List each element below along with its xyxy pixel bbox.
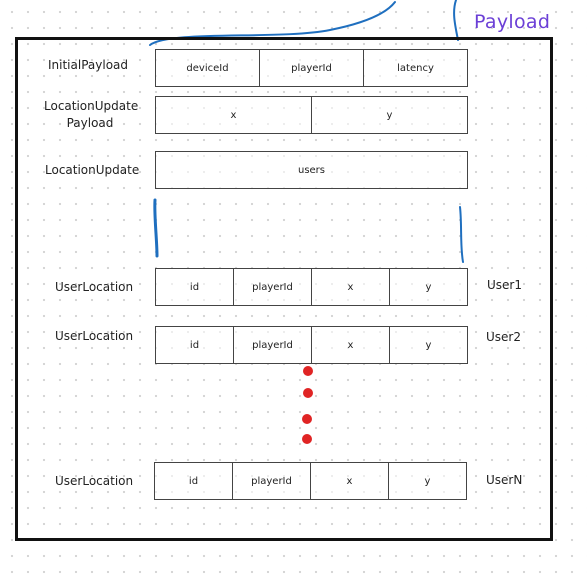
- ellipsis-dot: [302, 414, 312, 424]
- field-cell: deviceId: [156, 50, 260, 86]
- field-row: users: [155, 151, 468, 189]
- field-cell: x: [312, 269, 390, 305]
- row-label: LocationUpdate: [45, 163, 140, 177]
- field-cell: playerId: [233, 463, 311, 499]
- row-label: LocationUpdate Payload: [44, 99, 139, 130]
- field-cell: playerId: [234, 327, 312, 363]
- payload-frame: [15, 37, 553, 541]
- user-label: User1: [487, 278, 522, 292]
- field-cell: y: [424, 475, 431, 487]
- diagram-title: Payload: [474, 11, 551, 33]
- field-cell: x: [156, 97, 312, 133]
- field-cell: users: [297, 164, 326, 176]
- row-label: UserLocation: [55, 280, 134, 294]
- user-label: User2: [486, 330, 521, 344]
- ellipsis-dot: [302, 434, 312, 444]
- field-cell: x: [312, 327, 390, 363]
- field-cell: id: [155, 463, 233, 499]
- field-cell: y: [425, 339, 432, 351]
- row-label: UserLocation: [55, 329, 134, 343]
- ellipsis-dot: [303, 388, 313, 398]
- user-label: UserN: [486, 473, 523, 487]
- row-label: UserLocation: [55, 474, 134, 488]
- field-cell: id: [156, 327, 234, 363]
- ellipsis-dot: [303, 366, 313, 376]
- row-label: InitialPayload: [48, 58, 129, 72]
- field-cell: x: [311, 463, 389, 499]
- field-cell: y: [425, 281, 432, 293]
- field-cell: playerId: [234, 269, 312, 305]
- field-cell: y: [386, 109, 393, 121]
- field-cell: latency: [397, 62, 434, 74]
- field-cell: id: [156, 269, 234, 305]
- field-cell: playerId: [260, 50, 364, 86]
- brace-top-right: [453, 0, 459, 41]
